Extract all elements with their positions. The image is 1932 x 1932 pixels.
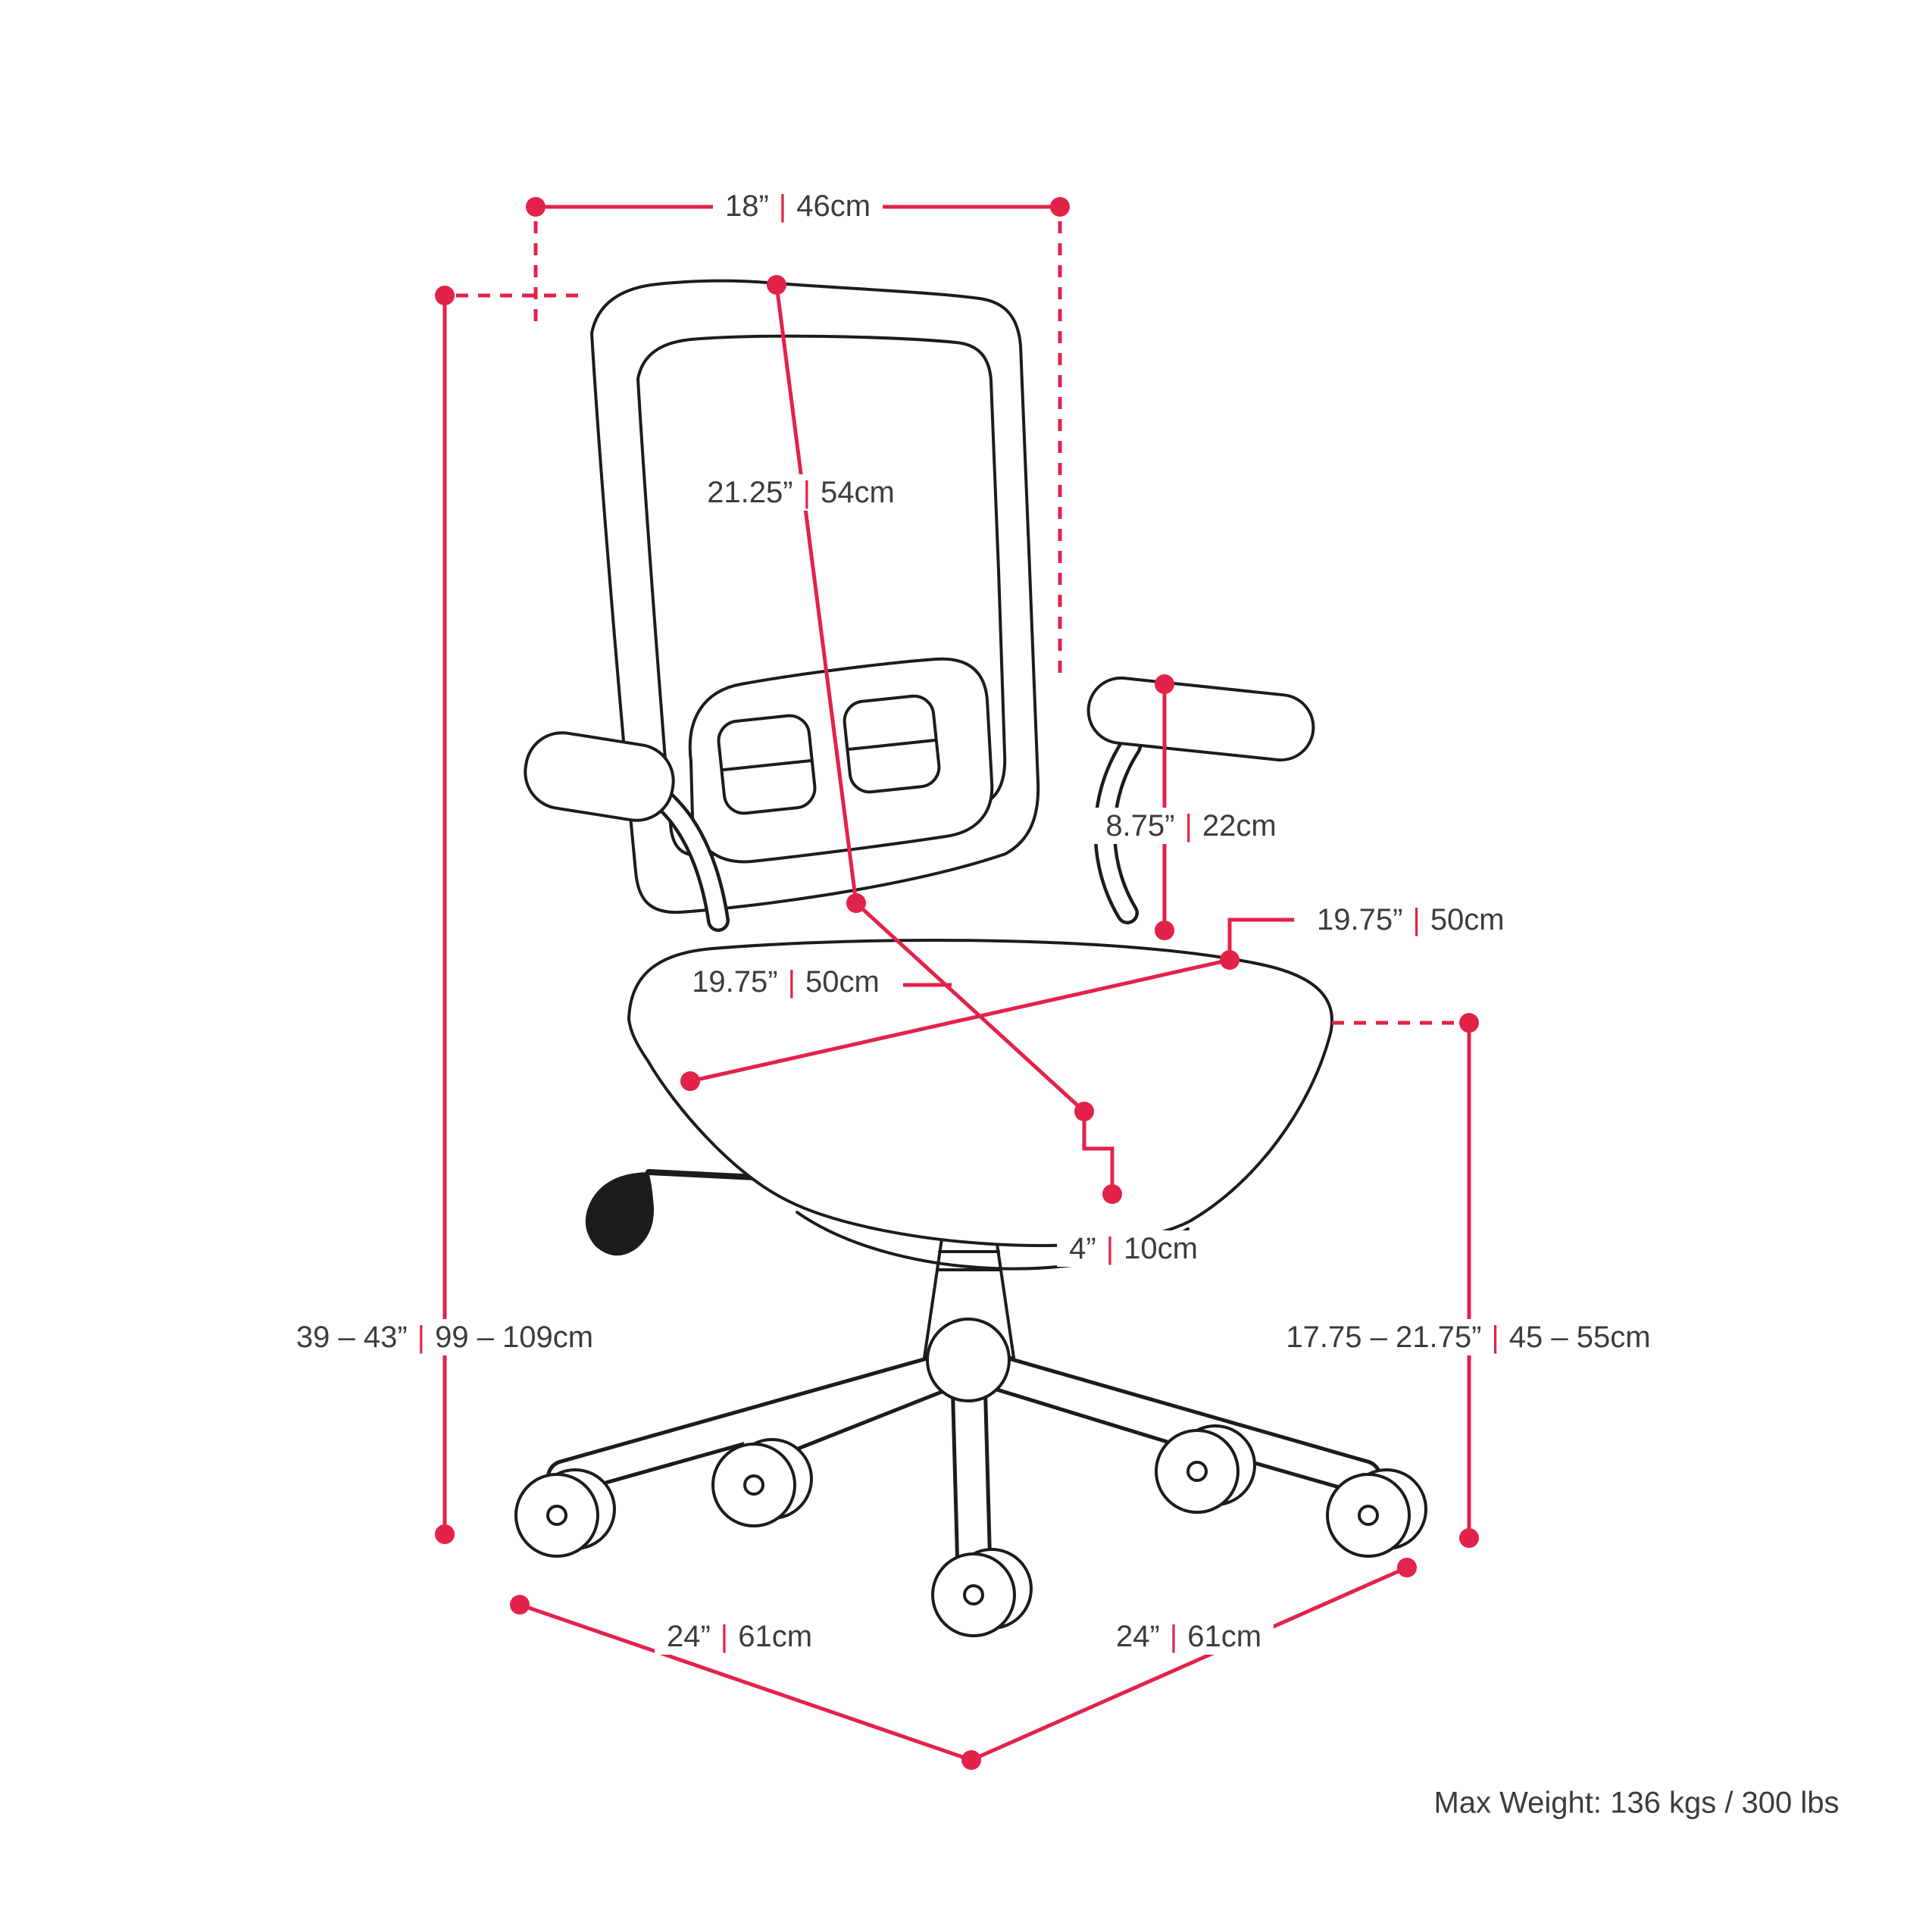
dimension-seat-height: 17.75 – 21.75” | 45 – 55cm [1274,1319,1663,1355]
max-weight-note: Max Weight: 136 kgs / 300 lbs [1433,1786,1840,1820]
back-width-inches: 18” [724,189,769,223]
chair-illustration [514,279,1427,1637]
unit-separator: | [1412,903,1421,936]
armrest-height-cm: 22cm [1202,809,1277,843]
dimension-back-height: 21.25” | 54cm [695,474,907,511]
unit-separator: | [1491,1321,1499,1354]
back-height-line [774,284,858,904]
seat-depth-cm: 50cm [805,965,880,999]
seat-thickness-cm: 10cm [1124,1232,1198,1265]
dimension-seat-depth: 19.75” | 50cm [680,964,892,1000]
dimension-back-width: 18” | 46cm [712,188,883,224]
dimension-seat-width: 19.75” | 50cm [1305,902,1517,938]
dimension-armrest-height: 8.75” | 22cm [1093,808,1289,844]
base-width-right-inches: 24” [1115,1620,1160,1653]
unit-separator: | [778,189,787,223]
back-height-inches: 21.25” [707,476,793,509]
seat-thickness-line [1082,1111,1114,1194]
seat-height-inches: 17.75 – 21.75” [1286,1321,1482,1354]
seat-width-line [689,958,1230,1083]
dimension-seat-thickness: 4” | 10cm [1057,1230,1210,1267]
dimension-base-width-left: 24” | 61cm [654,1618,825,1655]
armrest-height-inches: 8.75” [1105,809,1175,843]
right-armrest-pad [1086,676,1315,762]
base-legs [546,1318,1382,1575]
seat-depth-line [855,902,1086,1113]
left-armrest-pad [524,731,675,822]
unit-separator: | [1184,809,1193,843]
seat-width-inches: 19.75” [1317,903,1403,936]
seat-cushion [627,939,1334,1247]
overall-height-cm: 99 – 109cm [435,1321,594,1354]
unit-separator: | [1169,1620,1178,1653]
base-width-right-line [970,1565,1408,1762]
dimension-base-width-right: 24” | 61cm [1103,1618,1274,1655]
unit-separator: | [787,965,796,999]
unit-separator: | [720,1620,729,1653]
lumbar-window-right-divider [847,739,936,751]
seat-depth-inches: 19.75” [692,965,778,999]
unit-separator: | [417,1321,426,1354]
base-width-left-cm: 61cm [738,1620,813,1653]
dimension-overall-height: 39 – 43” | 99 – 109cm [283,1319,606,1355]
base-width-left-inches: 24” [666,1620,711,1653]
unit-separator: | [802,476,811,509]
casters [514,1424,1427,1637]
back-width-cm: 46cm [796,189,871,223]
overall-height-inches: 39 – 43” [295,1321,408,1354]
lumbar-window-left-divider [722,759,812,771]
base-hub [926,1318,1011,1402]
seat-width-cm: 50cm [1430,903,1505,936]
seat-width-leader [1227,918,1294,960]
left-armrest-support-fill [657,793,727,929]
seat-height-cm: 45 – 55cm [1508,1321,1651,1354]
seat-thickness-inches: 4” [1069,1232,1096,1265]
back-height-cm: 54cm [821,476,895,509]
lever-handle [585,1172,655,1256]
dimension-lines [435,197,1479,1770]
base-width-left-line [519,1602,972,1762]
base-width-right-cm: 61cm [1187,1620,1262,1653]
unit-separator: | [1105,1232,1114,1265]
